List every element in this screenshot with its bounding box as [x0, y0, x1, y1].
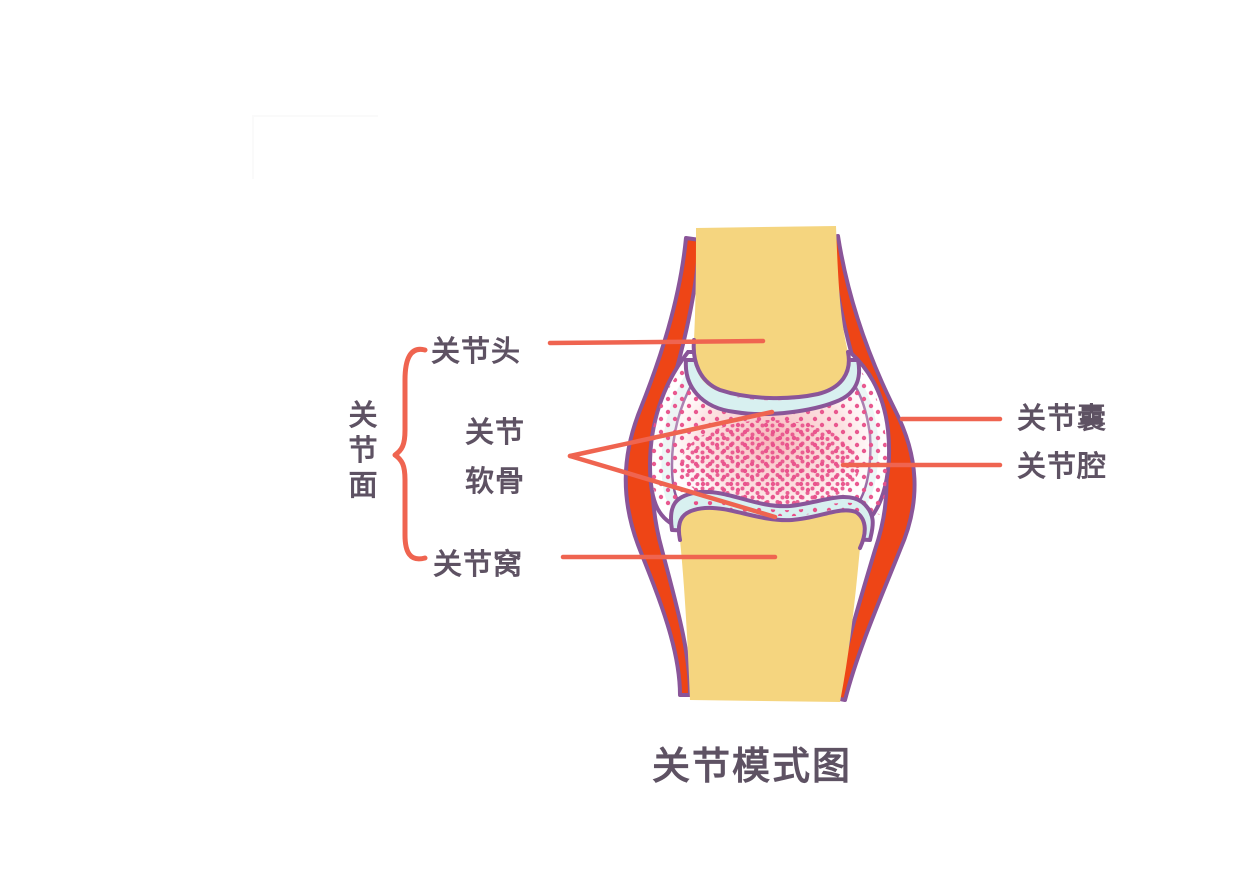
label-char: 关 [348, 398, 378, 432]
diagram-title: 关节模式图 [652, 744, 853, 788]
leader-cartilage-upper [567, 409, 775, 459]
label-joint-cavity: 关节腔 [1017, 449, 1108, 483]
label-articular-cartilage-line2: 软骨 [465, 464, 526, 498]
label-articular-cartilage-line1: 关节 [465, 415, 526, 449]
label-char: 节 [348, 432, 378, 467]
label-articular-fossa: 关节窝 [433, 547, 524, 581]
articular-surface-brace [392, 346, 428, 562]
label-char: 面 [348, 467, 378, 502]
label-articular-surface: 关 节 面 [346, 398, 380, 502]
label-joint-capsule: 关节囊 [1017, 401, 1108, 435]
leader-lines [547, 338, 1003, 560]
faint-frame [252, 115, 378, 179]
articular-fossa-bone [669, 489, 875, 702]
leader-cartilage-lower [567, 453, 778, 520]
articular-head-bone [683, 226, 861, 417]
leader-articular-head [547, 338, 766, 346]
label-articular-head: 关节头 [431, 334, 522, 368]
